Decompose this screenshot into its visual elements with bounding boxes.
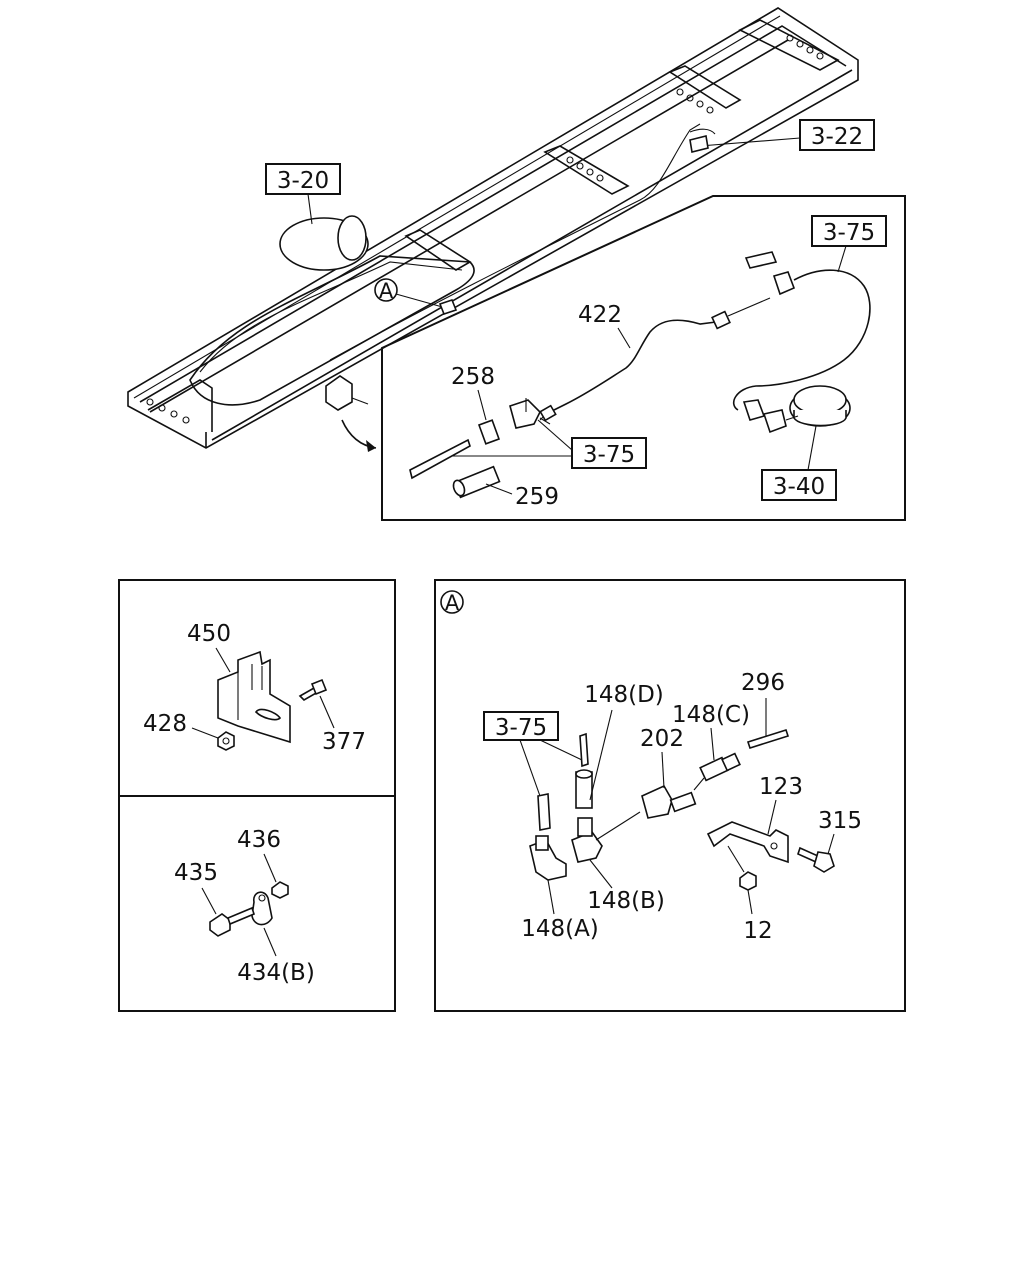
callout-202: 202: [640, 726, 684, 789]
callout-148a: 148(A): [521, 879, 599, 942]
svg-text:3-40: 3-40: [773, 474, 825, 500]
ref-3-20[interactable]: 3-20: [265, 163, 341, 225]
svg-text:123: 123: [759, 774, 803, 800]
callout-148b: 148(B): [587, 859, 665, 914]
panel-bracket: [118, 579, 396, 797]
svg-text:148(B): 148(B): [587, 888, 665, 914]
callout-258: 258: [451, 364, 495, 421]
callout-315: 315: [818, 808, 862, 855]
ref-3-22[interactable]: 3-22: [689, 119, 875, 153]
svg-text:12: 12: [743, 918, 772, 944]
callout-148d: 148(D): [584, 682, 664, 801]
svg-text:148(A): 148(A): [521, 916, 599, 942]
panel-a: A: [434, 579, 906, 1012]
callout-428: 428: [143, 711, 219, 739]
chassis-frame: A: [127, 7, 859, 452]
callout-422: 422: [578, 302, 631, 349]
svg-text:428: 428: [143, 711, 187, 737]
callout-123: 123: [759, 774, 803, 835]
svg-text:422: 422: [578, 302, 622, 328]
callout-259: 259: [485, 483, 559, 510]
callout-12: 12: [743, 889, 773, 944]
top-detail-box: [381, 195, 906, 521]
callout-435: 435: [174, 860, 218, 915]
svg-text:202: 202: [640, 726, 684, 752]
callout-434b: 434(B): [237, 927, 315, 986]
svg-text:3-20: 3-20: [277, 168, 329, 194]
callout-436: 436: [237, 827, 281, 883]
svg-text:3-22: 3-22: [811, 124, 863, 150]
svg-text:434(B): 434(B): [237, 960, 315, 986]
svg-text:296: 296: [741, 670, 785, 696]
callout-377: 377: [319, 695, 366, 755]
svg-text:258: 258: [451, 364, 495, 390]
callout-148c: 148(C): [672, 702, 750, 761]
panel-a-marker: A: [445, 591, 460, 615]
panel-clip: [118, 795, 396, 1012]
svg-text:450: 450: [187, 621, 231, 647]
ref-3-75-lower[interactable]: 3-75: [452, 419, 647, 469]
svg-text:148(C): 148(C): [672, 702, 750, 728]
callout-450: 450: [187, 621, 231, 673]
svg-text:3-75: 3-75: [495, 715, 547, 741]
svg-text:3-75: 3-75: [823, 220, 875, 246]
svg-text:315: 315: [818, 808, 862, 834]
ref-3-75-upper[interactable]: 3-75: [811, 215, 887, 273]
svg-text:377: 377: [322, 729, 366, 755]
svg-text:435: 435: [174, 860, 218, 886]
svg-text:148(D): 148(D): [584, 682, 664, 708]
panel-a-ref-3-75[interactable]: 3-75: [483, 711, 583, 797]
svg-text:436: 436: [237, 827, 281, 853]
ref-3-40[interactable]: 3-40: [761, 425, 837, 501]
svg-text:3-75: 3-75: [583, 442, 635, 468]
marker-a-label: A: [379, 279, 394, 303]
svg-text:259: 259: [515, 484, 559, 510]
callout-296: 296: [741, 670, 785, 736]
